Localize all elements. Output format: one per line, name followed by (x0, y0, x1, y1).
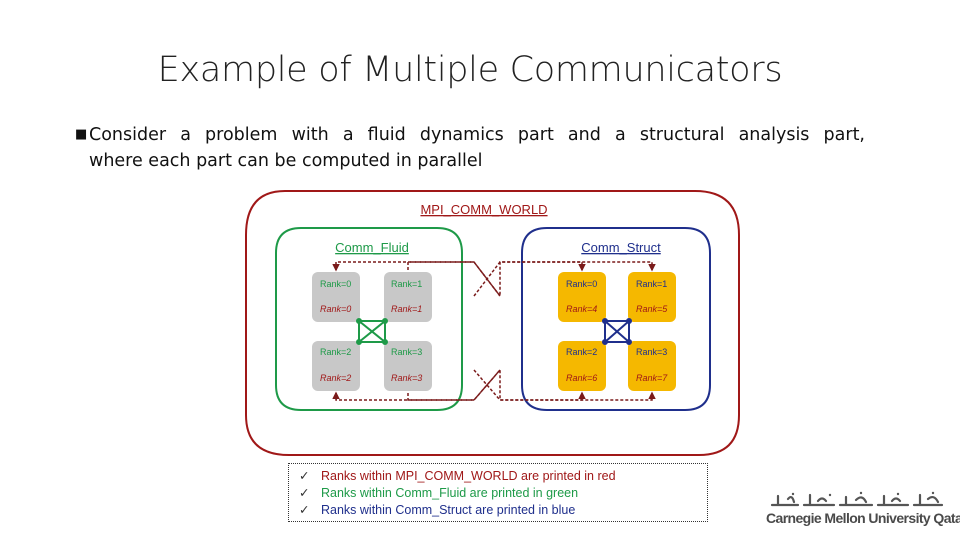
bullet-line-2: where each part can be computed in paral… (89, 151, 483, 171)
struct-process-3: Rank=3 Rank=7 (628, 341, 676, 391)
fluid-process-0: Rank=0 Rank=0 (312, 272, 360, 322)
university-logo-arabic (768, 490, 946, 512)
university-logo-english: Carnegie Mellon University Qatar (766, 510, 960, 526)
legend-text: Ranks within MPI_COMM_WORLD are printed … (321, 469, 616, 483)
struct-local-rank: Rank=1 (636, 279, 667, 289)
fluid-local-rank: Rank=1 (391, 279, 422, 289)
fluid-local-rank: Rank=2 (320, 347, 351, 357)
legend-item-fluid: ✓ Ranks within Comm_Fluid are printed in … (299, 485, 578, 501)
struct-process-0: Rank=0 Rank=4 (558, 272, 606, 322)
fluid-process-2: Rank=2 Rank=2 (312, 341, 360, 391)
comm-struct-label: Comm_Struct (581, 240, 661, 255)
legend-text: Ranks within Comm_Struct are printed in … (321, 503, 576, 517)
struct-process-2: Rank=2 Rank=6 (558, 341, 606, 391)
checkmark-icon: ✓ (299, 503, 310, 517)
legend-item-world: ✓ Ranks within MPI_COMM_WORLD are printed… (299, 468, 616, 484)
world-links-top (332, 261, 656, 299)
legend-text: Ranks within Comm_Fluid are printed in g… (321, 486, 579, 500)
legend-item-struct: ✓ Ranks within Comm_Struct are printed in… (299, 502, 575, 518)
bullet-square-icon: ■ (75, 127, 88, 142)
struct-world-rank: Rank=4 (566, 304, 597, 314)
mpi-comm-world-box (245, 190, 740, 456)
struct-world-rank: Rank=6 (566, 373, 597, 383)
struct-local-rank: Rank=3 (636, 347, 667, 357)
fluid-intra-links (356, 318, 388, 345)
struct-local-rank: Rank=2 (566, 347, 597, 357)
checkmark-icon: ✓ (299, 486, 310, 500)
slide-title: Example of Multiple Communicators (157, 50, 783, 90)
fluid-world-rank: Rank=2 (320, 373, 351, 383)
fluid-world-rank: Rank=1 (391, 304, 422, 314)
checkmark-icon: ✓ (299, 469, 310, 483)
fluid-process-3: Rank=3 Rank=3 (384, 341, 432, 391)
bullet-line-1: Consider a problem with a fluid dynamics… (89, 125, 865, 145)
fluid-world-rank: Rank=3 (391, 373, 422, 383)
struct-local-rank: Rank=0 (566, 279, 597, 289)
comm-fluid-box (275, 227, 463, 411)
comm-struct-box (521, 227, 711, 411)
struct-world-rank: Rank=5 (636, 304, 668, 314)
fluid-process-1: Rank=1 Rank=1 (384, 272, 432, 322)
comm-fluid-label: Comm_Fluid (335, 240, 409, 255)
legend-box: ✓ Ranks within MPI_COMM_WORLD are printed… (288, 463, 708, 522)
world-links-bottom (332, 367, 656, 401)
fluid-local-rank: Rank=0 (320, 279, 351, 289)
struct-intra-links (602, 318, 632, 345)
fluid-world-rank: Rank=0 (320, 304, 351, 314)
struct-process-1: Rank=1 Rank=5 (628, 272, 676, 322)
mpi-comm-world-label: MPI_COMM_WORLD (420, 202, 547, 217)
struct-world-rank: Rank=7 (636, 373, 668, 383)
fluid-local-rank: Rank=3 (391, 347, 422, 357)
